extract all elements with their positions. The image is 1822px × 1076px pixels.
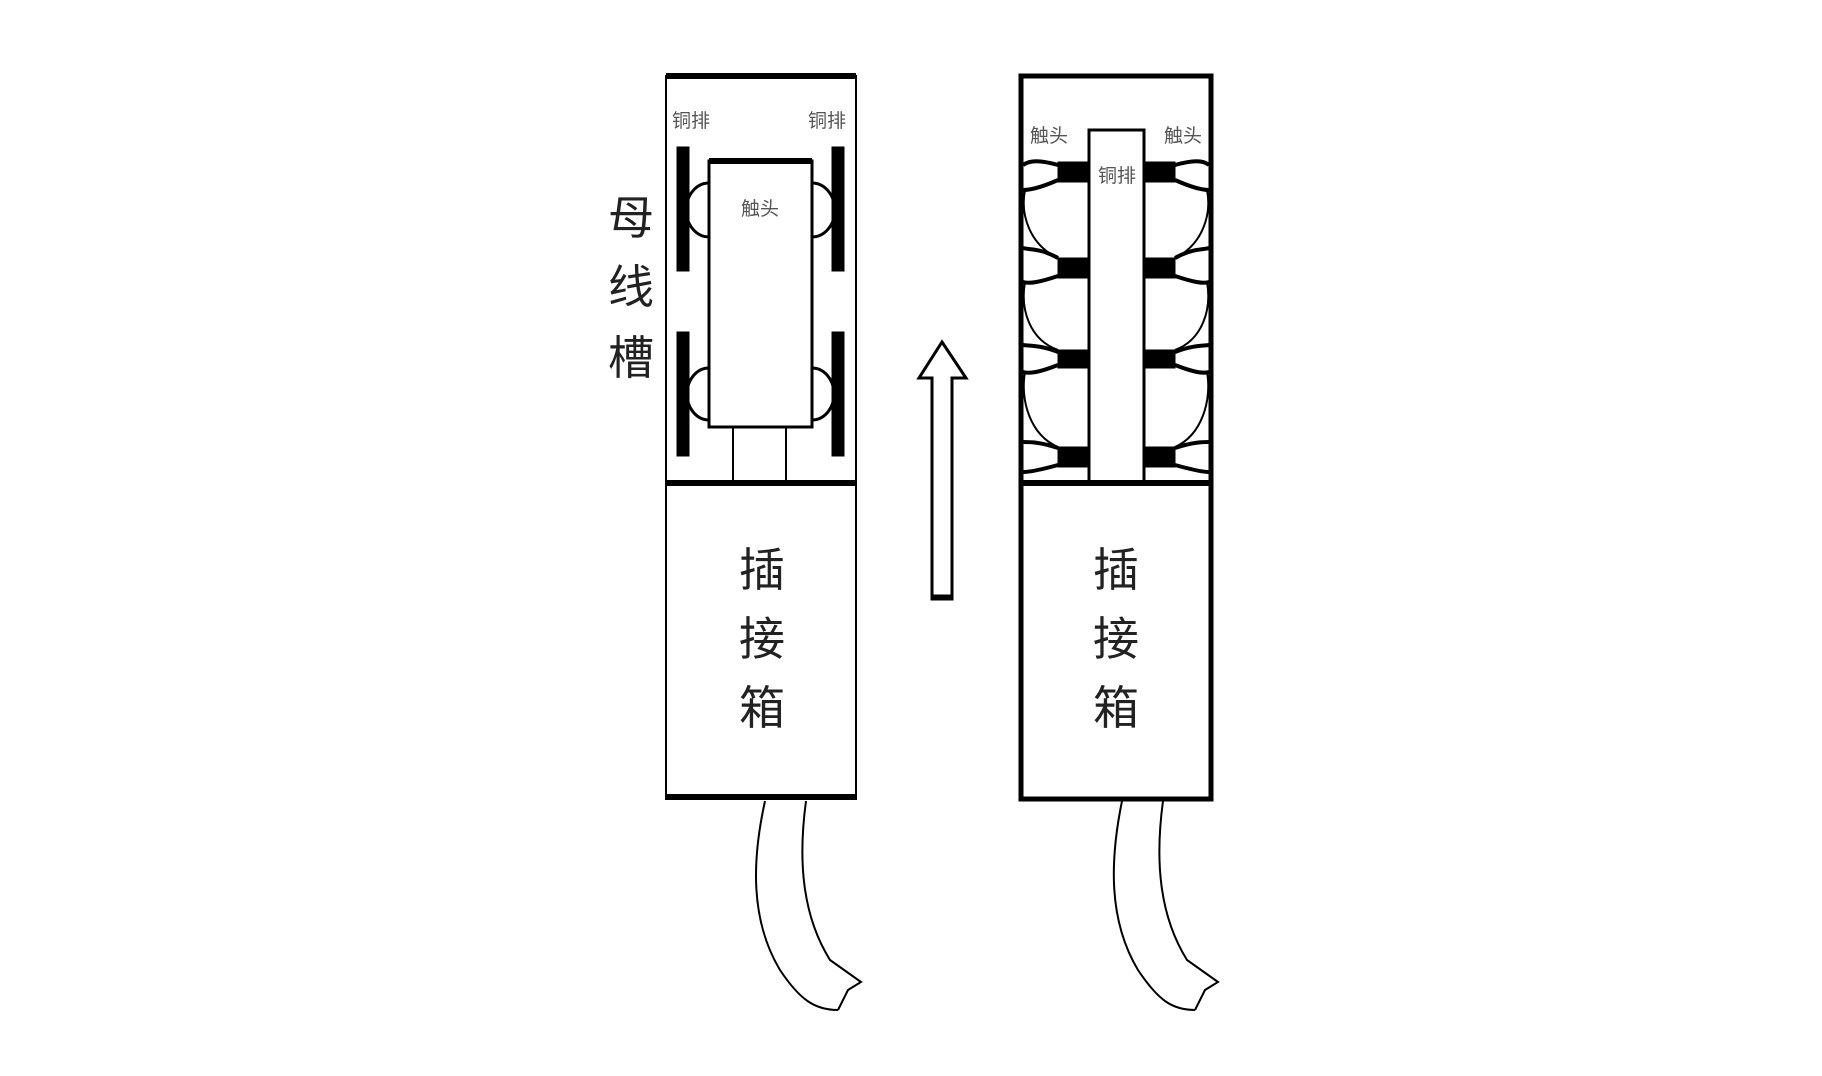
copper-bar-label: 铜排 <box>672 110 710 132</box>
right-busway-outline <box>1018 73 1214 802</box>
right-assembly <box>1018 73 1220 1011</box>
copper-bar <box>676 146 690 272</box>
left-cable <box>755 800 863 1011</box>
copper-bar-label: 铜排 <box>1098 165 1136 187</box>
busway-label-char: 线 <box>608 260 654 314</box>
right-cable <box>1112 800 1220 1011</box>
contact-label: 触头 <box>741 198 779 220</box>
copper-bar <box>831 331 845 457</box>
insert-direction-arrow-icon <box>916 339 969 601</box>
copper-bar <box>676 331 690 457</box>
copper-bar-label: 铜排 <box>808 110 846 132</box>
plug-box-label-char: 插 <box>739 543 785 597</box>
contact-label: 触头 <box>1030 125 1068 147</box>
plug-box-label-char: 箱 <box>739 681 785 735</box>
copper-bar <box>831 146 845 272</box>
center-copper-bar <box>1087 128 1146 485</box>
busway-label-char: 母 <box>608 191 654 245</box>
left-assembly <box>665 73 863 1011</box>
plug-box-label-char: 接 <box>739 612 785 666</box>
plug-box-label-char: 插 <box>1093 543 1139 597</box>
spring-contacts <box>1021 159 1211 474</box>
busway-label-char: 槽 <box>608 331 654 385</box>
plug-box-label-char: 箱 <box>1093 681 1139 735</box>
plug-box-label-char: 接 <box>1093 612 1139 666</box>
contact-label: 触头 <box>1164 125 1202 147</box>
